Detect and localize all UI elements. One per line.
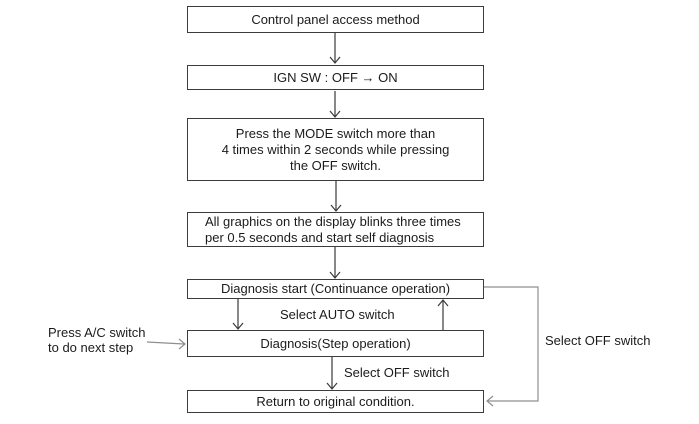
flow-box-press-mode: Press the MODE switch more than 4 times … — [187, 118, 484, 181]
flow-box-diagnosis-step: Diagnosis(Step operation) — [187, 330, 484, 357]
flow-box-ign-sw-text: IGN SW : OFF → ON — [273, 69, 398, 85]
flow-box-diagnosis-start-text: Diagnosis start (Continuance operation) — [220, 281, 451, 296]
flow-box-return-original-text: Return to original condition. — [256, 393, 415, 409]
label-press-ac-switch-line2: to do next step — [48, 340, 134, 355]
flow-box-return-original: Return to original condition. — [187, 390, 484, 413]
label-select-off-switch-loop: Select OFF switch — [545, 333, 651, 348]
flow-box-graphics-blink: All graphics on the display blinks three… — [187, 212, 484, 247]
flow-box-diagnosis-step-text: Diagnosis(Step operation) — [260, 335, 411, 351]
flow-box-ign-sw: IGN SW : OFF → ON — [187, 65, 484, 90]
flow-box-control-panel-access: Control panel access method — [187, 6, 484, 33]
label-select-auto-switch: Select AUTO switch — [280, 307, 395, 322]
arrow-mode-to-blink-head — [330, 204, 342, 212]
flow-box-press-mode-line1: Press the MODE switch more than — [235, 125, 436, 141]
arrow-press-ac-head — [178, 338, 186, 350]
flow-box-press-mode-line2: 4 times within 2 seconds while pressing — [221, 141, 450, 157]
arrow-step-to-return-head — [326, 382, 338, 390]
label-select-off-switch-step: Select OFF switch — [344, 365, 450, 380]
arrow-control-to-ign-head — [329, 56, 341, 64]
arrow-start-to-step-head — [232, 322, 244, 330]
flow-box-control-panel-access-text: Control panel access method — [251, 11, 420, 27]
arrow-press-ac-line — [146, 341, 185, 345]
arrow-blink-to-start-head — [329, 271, 341, 279]
arrow-ign-to-mode-head — [329, 110, 341, 118]
label-press-ac-switch-line1: Press A/C switch — [48, 325, 146, 340]
flow-box-graphics-blink-line1: All graphics on the display blinks three… — [205, 213, 461, 229]
arrow-step-to-start-head — [437, 299, 449, 307]
flow-box-graphics-blink-line2: per 0.5 seconds and start self diagnosis — [205, 229, 435, 245]
label-press-ac-switch: Press A/C switch to do next step — [48, 325, 146, 355]
loop-select-off-line — [484, 286, 539, 402]
loop-select-off-head — [486, 395, 494, 407]
flow-box-press-mode-line3: the OFF switch. — [289, 157, 382, 173]
flow-box-diagnosis-start: Diagnosis start (Continuance operation) — [187, 279, 484, 299]
